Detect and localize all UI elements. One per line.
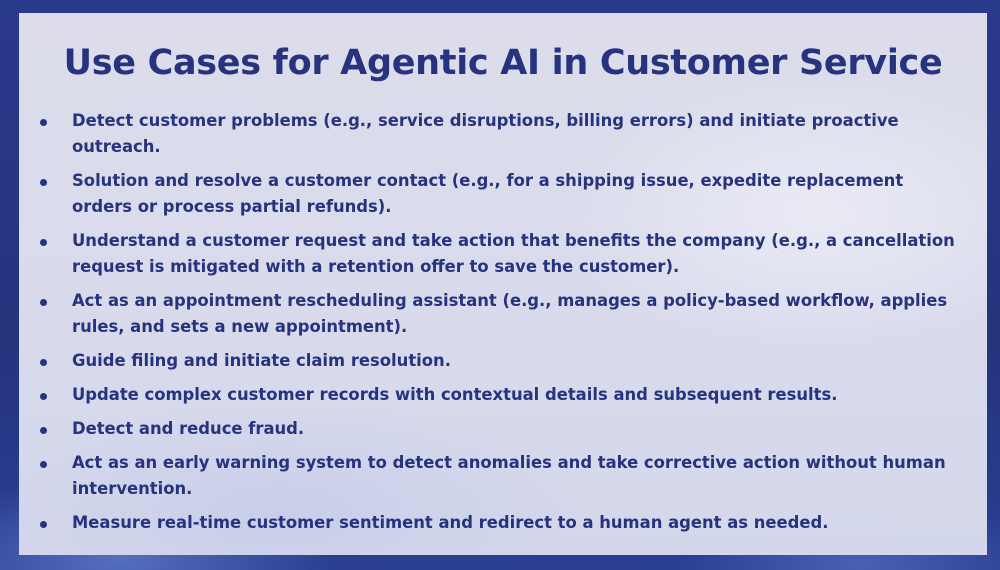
bullet-dot-icon [40,461,47,468]
slide-title: Use Cases for Agentic AI in Customer Ser… [63,43,943,83]
bullet-item: Detect and reduce fraud. [37,416,967,442]
bullet-item: Understand a customer request and take a… [37,228,967,280]
bullet-item: Guide filing and initiate claim resoluti… [37,348,967,374]
bullet-text: Solution and resolve a customer contact … [72,171,904,216]
bullet-dot-icon [40,427,47,434]
bullet-dot-icon [40,239,47,246]
bullet-dot-icon [40,119,47,126]
bullet-item: Solution and resolve a customer contact … [37,168,967,220]
bullet-text: Act as an early warning system to detect… [72,453,946,498]
bullet-dot-icon [40,179,47,186]
bullet-text: Detect and reduce fraud. [72,419,305,438]
bullet-text: Update complex customer records with con… [72,385,838,404]
bullet-text: Guide filing and initiate claim resoluti… [72,351,451,370]
bullet-dot-icon [40,521,47,528]
content-panel: Use Cases for Agentic AI in Customer Ser… [19,13,987,555]
bullet-item: Act as an appointment rescheduling assis… [37,288,967,340]
bullet-item: Update complex customer records with con… [37,382,967,408]
bullet-list: Detect customer problems (e.g., service … [37,108,967,544]
bullet-text: Act as an appointment rescheduling assis… [72,291,948,336]
bullet-item: Act as an early warning system to detect… [37,450,967,502]
bullet-item: Measure real-time customer sentiment and… [37,510,967,536]
bullet-dot-icon [40,359,47,366]
bullet-dot-icon [40,393,47,400]
bullet-text: Understand a customer request and take a… [72,231,955,276]
bullet-dot-icon [40,299,47,306]
bullet-text: Detect customer problems (e.g., service … [72,111,899,156]
bullet-item: Detect customer problems (e.g., service … [37,108,967,160]
bullet-text: Measure real-time customer sentiment and… [72,513,829,532]
